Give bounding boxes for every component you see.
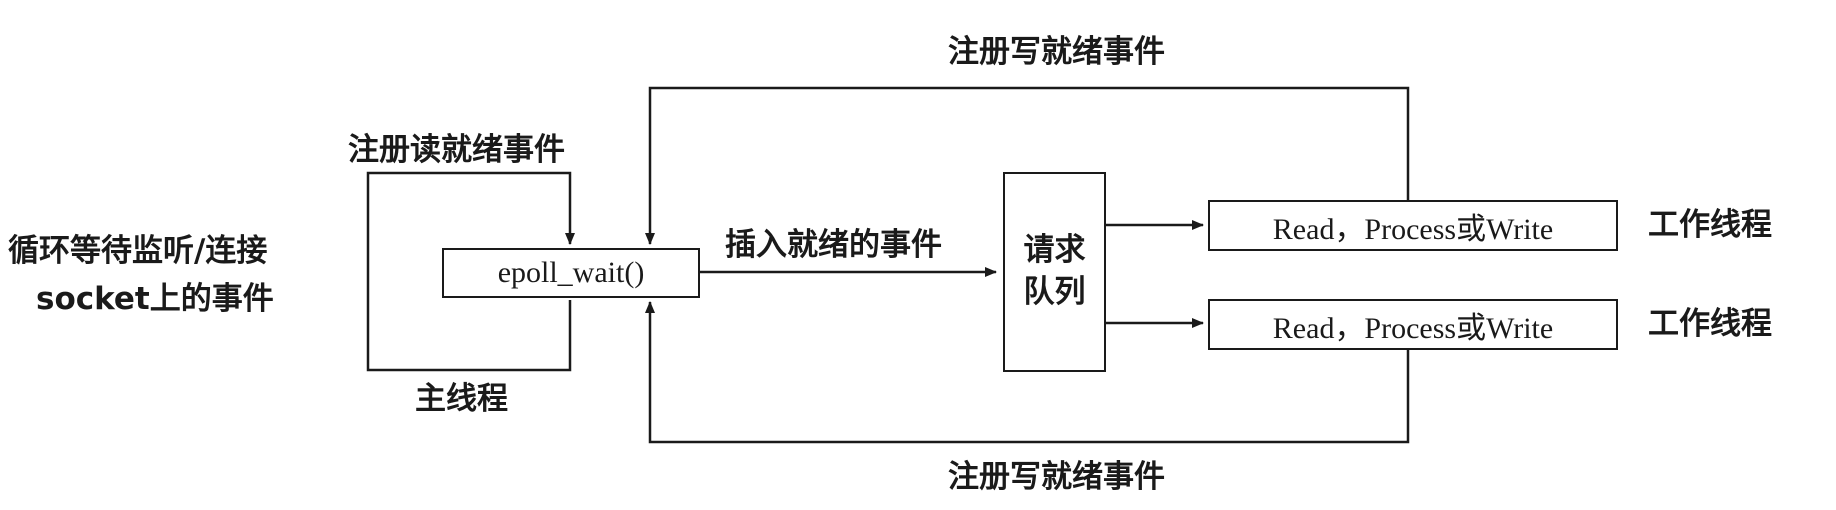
- register-write-label-bottom: 注册写就绪事件: [948, 459, 1165, 495]
- worker-task-box-2: Read，Process或Write: [1208, 299, 1618, 350]
- epoll-wait-box: epoll_wait(): [442, 248, 700, 298]
- main-thread-label: 主线程: [415, 381, 508, 417]
- register-write-label-top: 注册写就绪事件: [948, 34, 1165, 70]
- worker-task-label-2: Read，Process或Write: [1272, 311, 1554, 345]
- register-read-label: 注册读就绪事件: [348, 132, 565, 168]
- worker-task-box-1: Read，Process或Write: [1208, 200, 1618, 251]
- epoll-wait-label: epoll_wait(): [497, 256, 645, 289]
- bottom-feedback-connector: [645, 301, 1410, 444]
- top-feedback-connector: [645, 86, 1410, 245]
- left-description-line-2: socket上的事件: [36, 281, 274, 317]
- request-queue-box: 请求 队列: [1003, 172, 1106, 372]
- left-description-line-1: 循环等待监听/连接: [8, 233, 268, 269]
- worker-thread-label-1: 工作线程: [1648, 207, 1772, 243]
- request-queue-label-line-1: 请求: [1023, 232, 1086, 269]
- request-queue-label-line-2: 队列: [1023, 274, 1086, 310]
- insert-ready-events-label: 插入就绪的事件: [725, 227, 942, 263]
- worker-task-label-1: Read，Process或Write: [1272, 212, 1554, 246]
- main-loop-connector: [366, 171, 575, 372]
- worker-thread-label-2: 工作线程: [1648, 306, 1772, 342]
